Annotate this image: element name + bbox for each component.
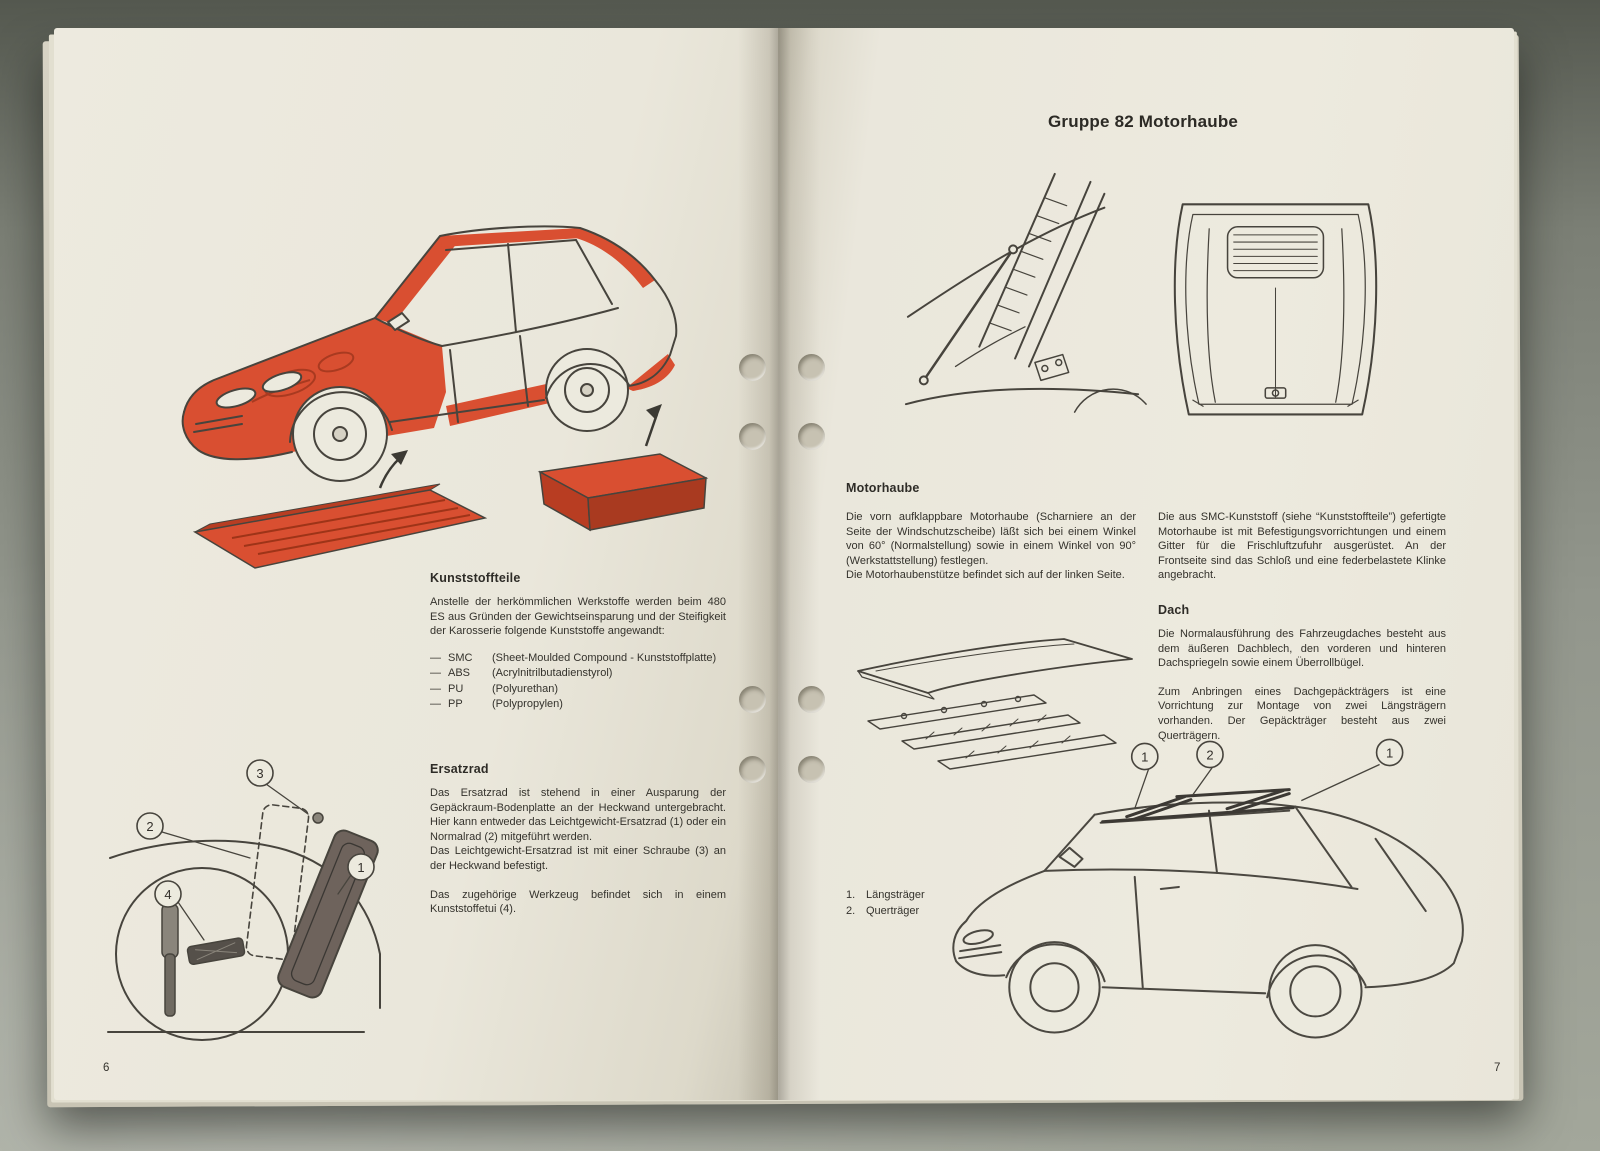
spare-wheel-para-1: Das Ersatzrad ist stehend in einer Auspa… [430,787,726,843]
hood-heading: Motorhaube [846,481,920,495]
list-dash: — [430,651,441,664]
callout-1-right: 1 [1386,745,1393,760]
page-number-left: 6 [103,1062,110,1074]
floor-pan-part [192,483,488,569]
hood-para-1: Die vorn aufklappbare Motorhaube (Scharn… [846,511,1136,567]
hood-col-2: Die aus SMC-Kunststoff (siehe “Kunststof… [1158,510,1446,743]
list-abbr: PP [448,698,463,711]
hood-col-1: Die vorn aufklappbare Motorhaube (Scharn… [846,510,1136,583]
callout-2: 2 [146,819,153,834]
screw-part [312,812,324,824]
callout-labels: 2 3 1 4 [146,766,364,902]
roof-exploded-illustration [857,638,1133,770]
plastics-list: — SMC (Sheet-Moulded Compound - Kunststo… [430,651,726,713]
legend-num: 2. [846,904,856,917]
front-wheel [292,386,388,482]
roof-heading: Dach [1158,602,1190,617]
callout-2: 2 [1206,747,1213,762]
page-title: Gruppe 82 Motorhaube [1048,112,1239,131]
front-wheel [1008,941,1101,1034]
legend-label: Längsträger [866,889,925,901]
arrow-up-icon [378,450,408,489]
legend-item: 1. Längsträger [846,888,1046,904]
list-dash: — [430,698,441,711]
plastics-section: Kunststoffteile Anstelle der herkömmlich… [430,571,726,713]
binder-hole [739,423,766,450]
hood-para-2: Die Motorhaubenstütze befindet sich auf … [846,569,1125,582]
roof-rack-car-illustration: 1 2 1 [952,738,1464,1039]
plastic-parts-car-illustration [181,225,709,569]
callout-leaders [161,783,352,941]
roof-panel-part [857,638,1133,700]
callout-3: 3 [256,766,263,781]
list-dash: — [430,667,441,680]
list-item: — PP (Polypropylen) [430,697,726,713]
list-item: — PU (Polyurethan) [430,682,726,698]
page-right: Gruppe 82 Motorhaube [778,28,1514,1100]
hood-stay-part [918,244,1019,386]
list-item: — ABS (Acrylnitrilbutadienstyrol) [430,666,726,682]
roof-rack-bars [1101,788,1295,824]
spare-wheel-section: Ersatzrad Das Ersatzrad ist stehend in e… [430,762,726,917]
plastics-intro: Anstelle der herkömmlichen Werkstoffe we… [430,596,726,638]
binder-hole [739,686,766,713]
spacer-block-part [537,453,709,532]
page-title-wrap: Gruppe 82 Motorhaube [1048,112,1238,132]
rear-wheel [545,348,629,432]
spare-wheel-illustration: 2 3 1 4 [107,759,381,1041]
callout-4: 4 [164,887,171,902]
spare-wheel-heading: Ersatzrad [430,762,489,776]
callout-labels: 1 2 1 [1141,745,1393,764]
air-inlet-grille [1226,225,1325,279]
list-abbr: SMC [448,651,473,664]
legend-num: 1. [846,889,856,901]
list-abbr: ABS [448,667,471,680]
hood-latch-part [1264,387,1287,399]
callout-leaders [1134,763,1380,809]
roof-para-1: Die Normalausführung des Fahrzeugdaches … [1158,627,1446,670]
list-abbr: PU [448,682,464,695]
list-desc: (Sheet-Moulded Compound - Kunststoffplat… [492,651,717,664]
callout-circles [1130,738,1404,771]
roof-bow-part [901,714,1081,750]
roof-para-2: Zum Anbringen eines Dachgepäckträgers is… [1158,685,1446,742]
callout-circles [136,759,375,908]
binder-hole [739,354,766,381]
arrow-up-icon-2 [644,404,662,447]
rear-wheel [1268,944,1363,1039]
binder-hole [798,423,825,450]
list-desc: (Acrylnitrilbutadienstyrol) [492,667,613,680]
legend-label: Querträger [866,904,920,917]
roof-bow-part-2 [937,734,1117,770]
callout-1-left: 1 [1141,750,1148,765]
hood-hinge-illustration [904,172,1147,413]
shock-absorber-part [161,903,179,959]
plastics-heading: Kunststoffteile [430,571,521,585]
page-left: Kunststoffteile Anstelle der herkömmlich… [54,28,778,1100]
car-outline [181,225,678,482]
brochure-spread: Kunststoffteile Anstelle der herkömmlich… [42,28,1524,1108]
hood-top-view-illustration [1173,203,1378,416]
legend-item: 2. Querträger [846,904,1046,920]
binder-hole [798,354,825,381]
roof-legend: 1. Längsträger 2. Querträger [846,888,1046,919]
page-number-right: 7 [1494,1062,1501,1074]
tool-case-part [186,937,246,966]
list-dash: — [430,682,441,695]
callout-1: 1 [357,860,364,875]
hood-heading-wrap: Motorhaube [846,481,1136,505]
normal-wheel-outline [245,804,310,961]
binder-hole [798,756,825,783]
spare-wheel-para-3: Das zugehörige Werkzeug befindet sich in… [430,888,726,916]
hood-para-3: Die aus SMC-Kunststoff (siehe “Kunststof… [1158,511,1446,582]
roof-rail-part [867,694,1047,730]
hinge-bracket-part [1034,353,1070,382]
list-desc: (Polyurethan) [492,682,559,695]
spare-wheel-para-2: Das Leichtgewicht-Ersatzrad ist mit eine… [430,845,726,872]
binder-hole [739,756,766,783]
binder-hole [798,686,825,713]
list-desc: (Polypropylen) [492,698,563,711]
list-item: — SMC (Sheet-Moulded Compound - Kunststo… [430,651,726,667]
